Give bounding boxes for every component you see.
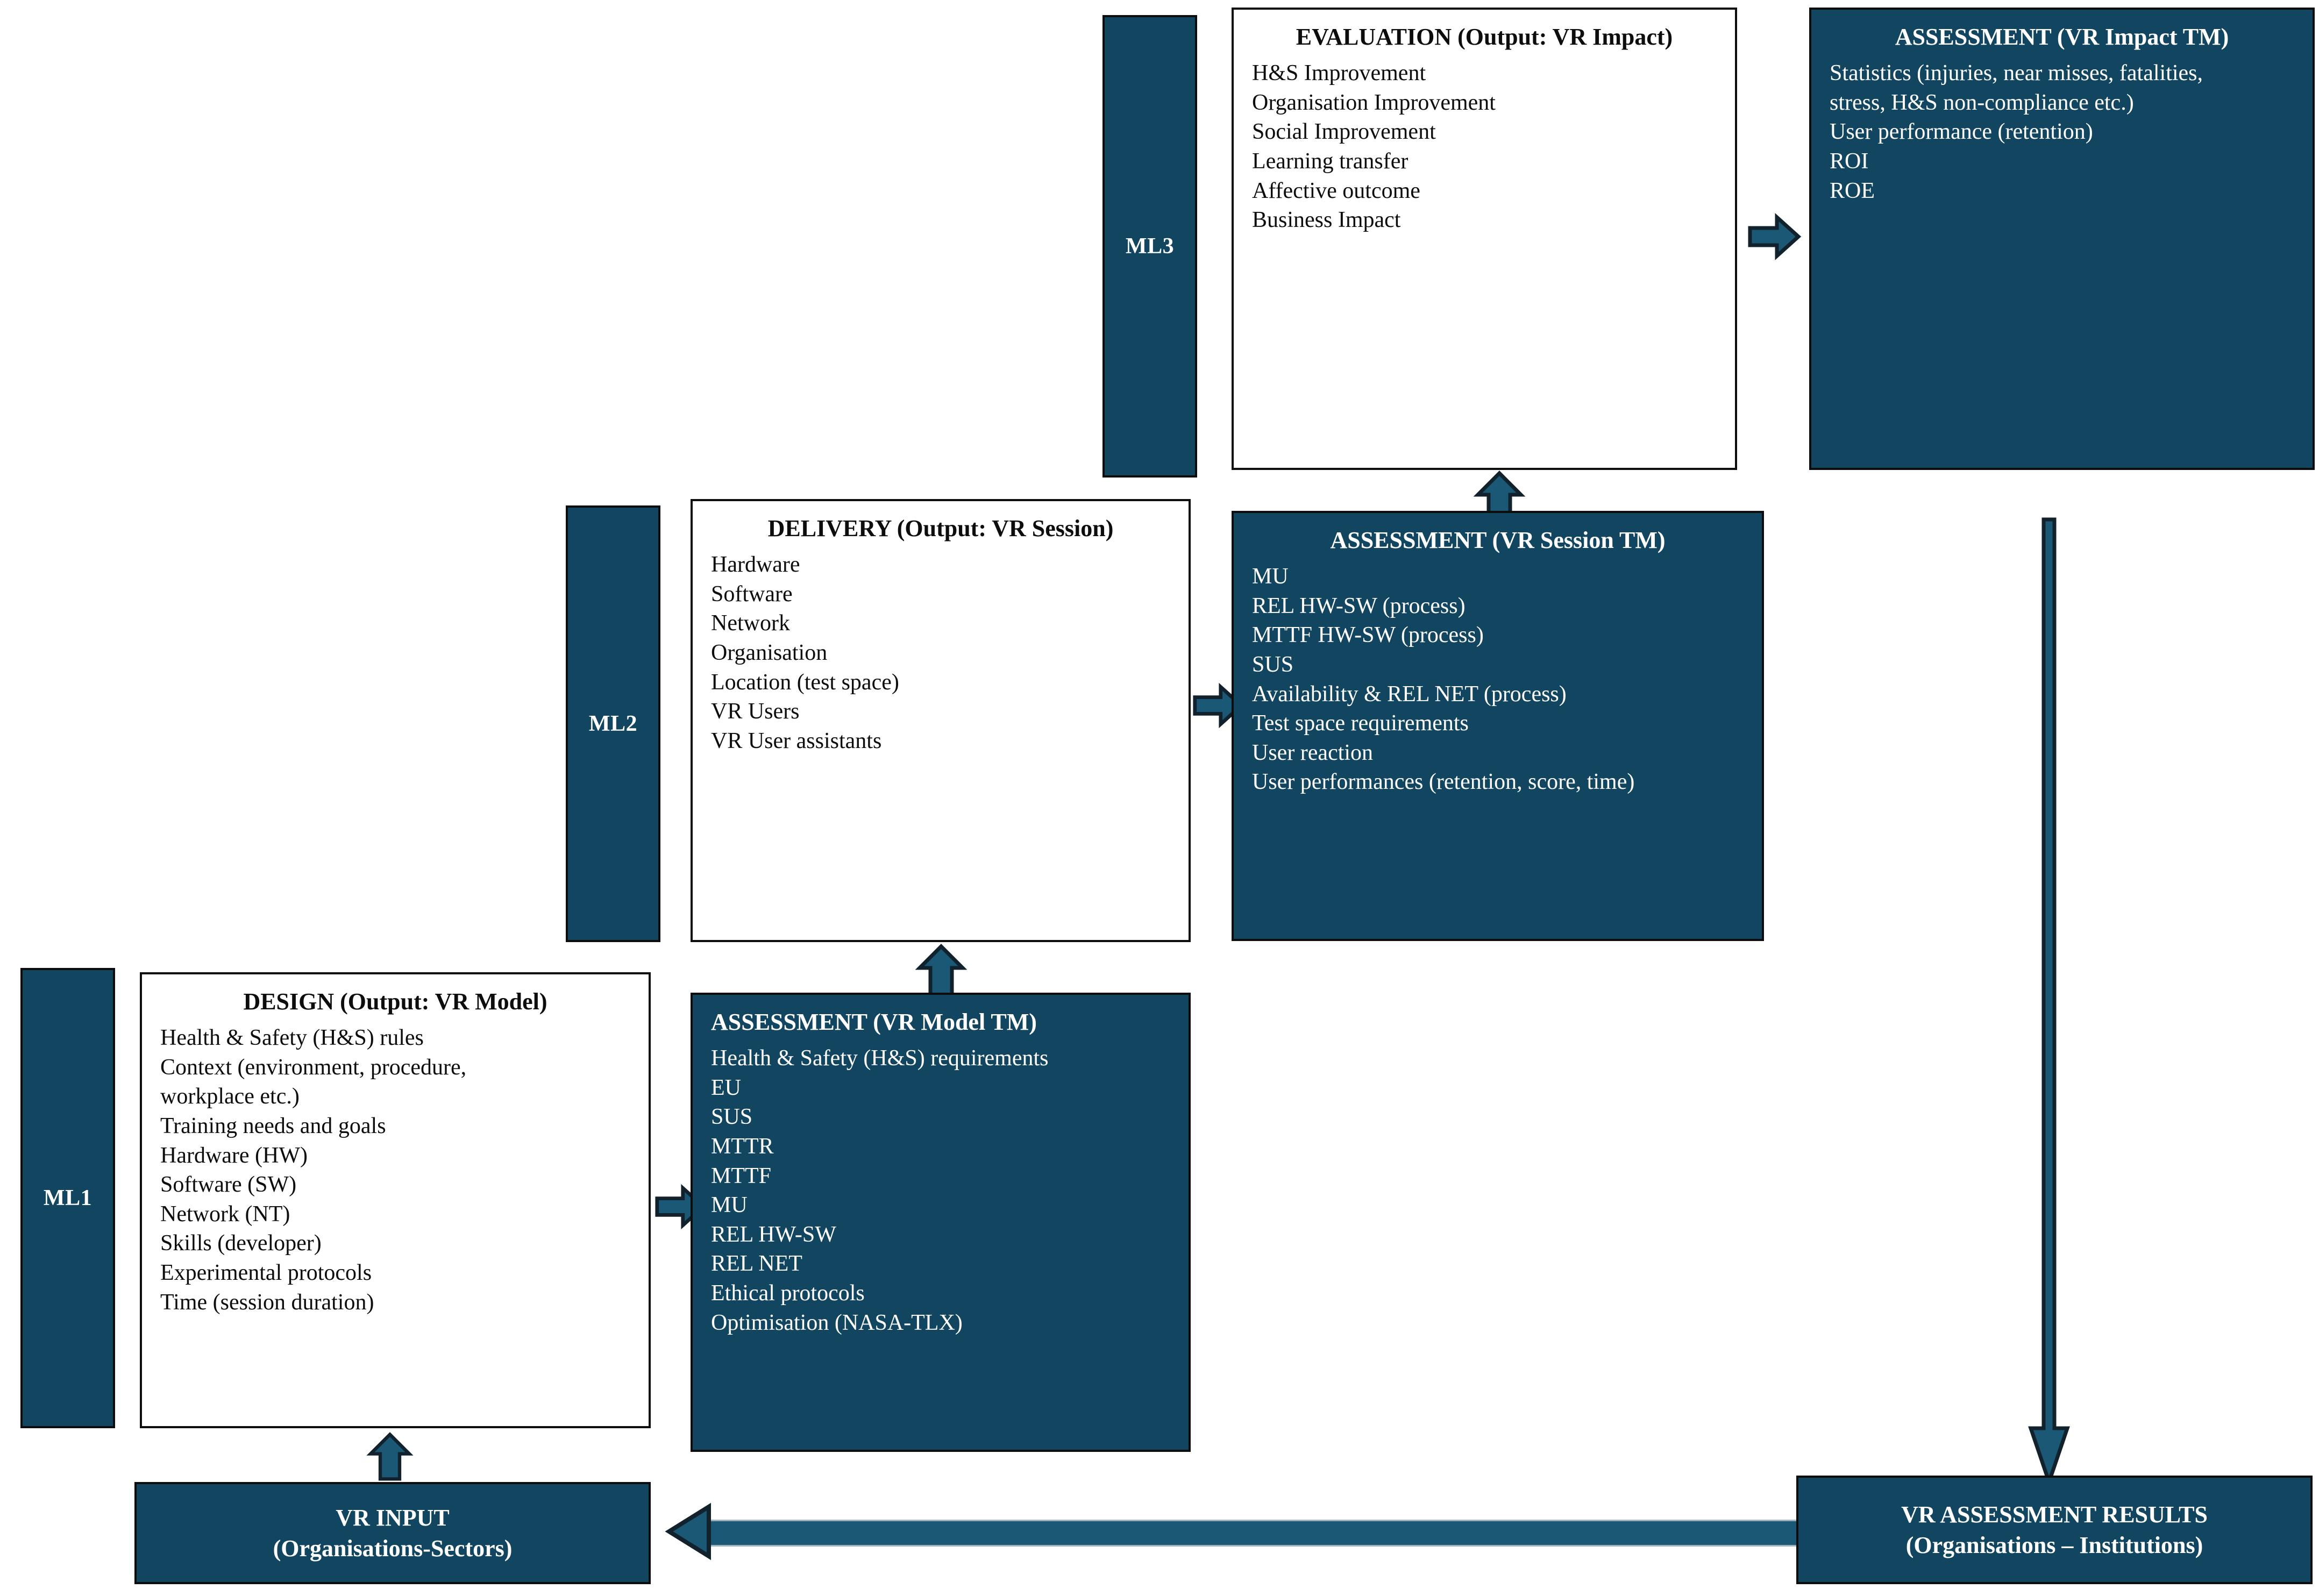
list-item: H&S Improvement — [1252, 61, 1426, 86]
list-item: EU — [711, 1075, 741, 1100]
list-item: Location (test space) — [711, 669, 899, 695]
list-item: MTTR — [711, 1134, 774, 1159]
list-item: Organisation — [711, 640, 828, 666]
list-item: REL NET — [711, 1251, 802, 1277]
list-item: Hardware — [711, 552, 800, 578]
arrow-delivery-to-assessment-session — [1192, 680, 1244, 731]
maturity-level-label-ml3: ML3 — [1125, 234, 1175, 259]
block-design-title: DESIGN (Output: VR Model) — [243, 988, 547, 1015]
block-assessment-impact: ASSESSMENT (VR Impact TM) Statistics (in… — [1809, 8, 2315, 470]
maturity-level-bar-ml2: ML2 — [566, 505, 660, 942]
list-item: Software — [711, 581, 793, 607]
vr-input-line-2: (Organisations-Sectors) — [273, 1535, 513, 1562]
list-item: Health & Safety (H&S) rules — [160, 1025, 424, 1051]
list-item: Business Impact — [1252, 208, 1401, 233]
list-item: Ethical protocols — [711, 1281, 865, 1306]
list-item: Social Improvement — [1252, 119, 1436, 145]
list-item: Network (NT) — [160, 1201, 290, 1227]
list-item: Software (SW) — [160, 1172, 297, 1198]
list-item: Availability & REL NET (process) — [1252, 681, 1567, 707]
arrow-results-to-input-shaft — [707, 1520, 1803, 1547]
arrow-assessment-impact-to-results — [2022, 517, 2076, 1488]
list-item: MU — [1252, 564, 1289, 589]
block-assessment-model-title: ASSESSMENT (VR Model TM) — [711, 1009, 1037, 1035]
list-item: Statistics (injuries, near misses, fatal… — [1830, 61, 2203, 115]
block-assessment-model-items: Health & Safety (H&S) requirements EU SU… — [711, 1044, 1170, 1337]
block-assessment-model: ASSESSMENT (VR Model TM) Health & Safety… — [691, 993, 1191, 1452]
block-delivery-items: Hardware Software Network Organisation L… — [711, 550, 1170, 756]
list-item: Hardware (HW) — [160, 1143, 308, 1168]
list-item: MTTF HW-SW (process) — [1252, 623, 1484, 648]
block-assessment-session-title: ASSESSMENT (VR Session TM) — [1330, 527, 1666, 553]
block-evaluation-title: EVALUATION (Output: VR Impact) — [1296, 24, 1673, 50]
block-assessment-session: ASSESSMENT (VR Session TM) MU REL HW-SW … — [1232, 511, 1764, 941]
vr-input-line-1: VR INPUT — [336, 1504, 450, 1531]
block-delivery: DELIVERY (Output: VR Session) Hardware S… — [691, 499, 1191, 942]
list-item: REL HW-SW (process) — [1252, 593, 1466, 618]
list-item: MTTF — [711, 1163, 772, 1188]
list-item: User reaction — [1252, 740, 1374, 765]
maturity-level-bar-ml3: ML3 — [1102, 15, 1197, 478]
block-vr-results: VR ASSESSMENT RESULTS (Organisations – I… — [1796, 1476, 2313, 1584]
block-delivery-title: DELIVERY (Output: VR Session) — [767, 515, 1114, 542]
list-item: ROI — [1830, 149, 1869, 174]
list-item: Network — [711, 611, 790, 636]
maturity-level-label-ml1: ML1 — [43, 1186, 93, 1210]
list-item: Health & Safety (H&S) requirements — [711, 1046, 1049, 1071]
list-item: Affective outcome — [1252, 178, 1420, 203]
block-vr-input: VR INPUT (Organisations-Sectors) — [134, 1482, 651, 1584]
maturity-level-label-ml2: ML2 — [588, 711, 638, 736]
block-evaluation-items: H&S Improvement Organisation Improvement… — [1252, 59, 1717, 235]
block-assessment-impact-title: ASSESSMENT (VR Impact TM) — [1895, 24, 2229, 50]
list-item: Optimisation (NASA-TLX) — [711, 1310, 963, 1335]
list-item: Time (session duration) — [160, 1289, 374, 1315]
list-item: SUS — [711, 1105, 753, 1130]
arrow-evaluation-to-assessment-impact — [1747, 210, 1802, 263]
block-design-items: Health & Safety (H&S) rules Context (env… — [160, 1023, 630, 1317]
list-item: Context (environment, procedure, workpla… — [160, 1054, 467, 1109]
list-item: User performances (retention, score, tim… — [1252, 770, 1635, 795]
list-item: SUS — [1252, 652, 1294, 678]
arrow-assessment-model-to-delivery — [914, 944, 968, 998]
list-item: User performance (retention) — [1830, 119, 2093, 145]
arrow-input-to-design — [366, 1431, 414, 1482]
list-item: REL HW-SW — [711, 1222, 836, 1247]
arrow-results-to-input-head — [665, 1502, 715, 1561]
list-item: Test space requirements — [1252, 711, 1469, 736]
list-item: MU — [711, 1193, 748, 1218]
list-item: VR User assistants — [711, 728, 882, 753]
block-assessment-impact-items: Statistics (injuries, near misses, fatal… — [1830, 59, 2294, 205]
maturity-level-bar-ml1: ML1 — [20, 968, 115, 1428]
vr-results-line-1: VR ASSESSMENT RESULTS — [1901, 1501, 2208, 1528]
list-item: Organisation Improvement — [1252, 90, 1496, 115]
list-item: Skills (developer) — [160, 1231, 322, 1256]
block-evaluation: EVALUATION (Output: VR Impact) H&S Impro… — [1232, 8, 1737, 470]
block-assessment-session-items: MU REL HW-SW (process) MTTF HW-SW (proce… — [1252, 562, 1744, 797]
block-design: DESIGN (Output: VR Model) Health & Safet… — [140, 972, 651, 1428]
list-item: ROE — [1830, 178, 1875, 203]
list-item: Learning transfer — [1252, 149, 1409, 174]
vr-results-line-2: (Organisations – Institutions) — [1905, 1532, 2203, 1558]
list-item: VR Users — [711, 699, 800, 724]
list-item: Experimental protocols — [160, 1260, 372, 1286]
list-item: Training needs and goals — [160, 1114, 386, 1139]
